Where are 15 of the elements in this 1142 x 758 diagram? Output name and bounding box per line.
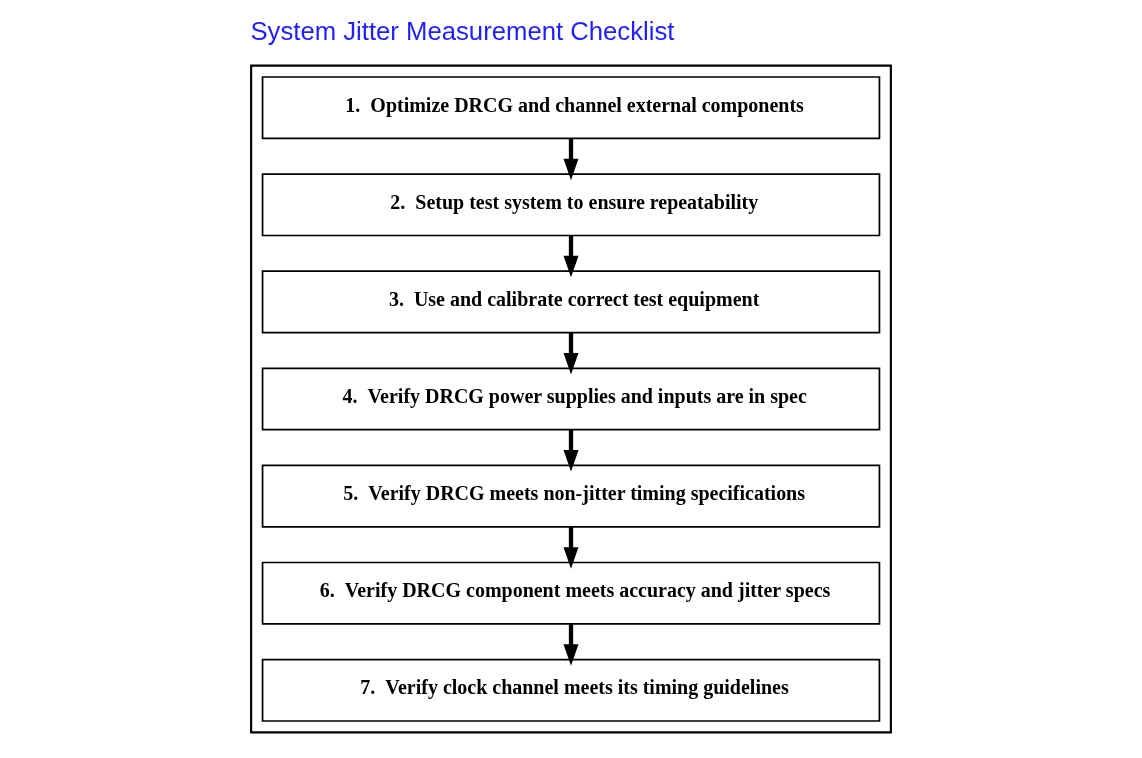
node-box: 5. Verify DRCG meets non-jitter timing specifications xyxy=(261,464,881,528)
node-box: 2. Setup test system to ensure repeatability xyxy=(261,173,881,237)
node-box: 4. Verify DRCG power supplies and inputs are in spec xyxy=(261,367,881,431)
node-box: 7. Verify clock channel meets its timing guidelines xyxy=(261,658,881,722)
arrow xyxy=(563,526,579,569)
node-box: 3. Use and calibrate correct test equipment xyxy=(261,270,881,334)
arrow xyxy=(563,332,579,375)
node-box: 1. Optimize DRCG and channel external components xyxy=(261,76,881,140)
node-box: 6. Verify DRCG component meets accuracy and jitter specs xyxy=(261,561,881,625)
diagram-title: System Jitter Measurement Checklist xyxy=(250,17,675,46)
arrow xyxy=(563,235,579,278)
arrow xyxy=(563,138,579,181)
arrow xyxy=(563,623,579,666)
arrow xyxy=(563,429,579,472)
cluster xyxy=(250,64,892,734)
